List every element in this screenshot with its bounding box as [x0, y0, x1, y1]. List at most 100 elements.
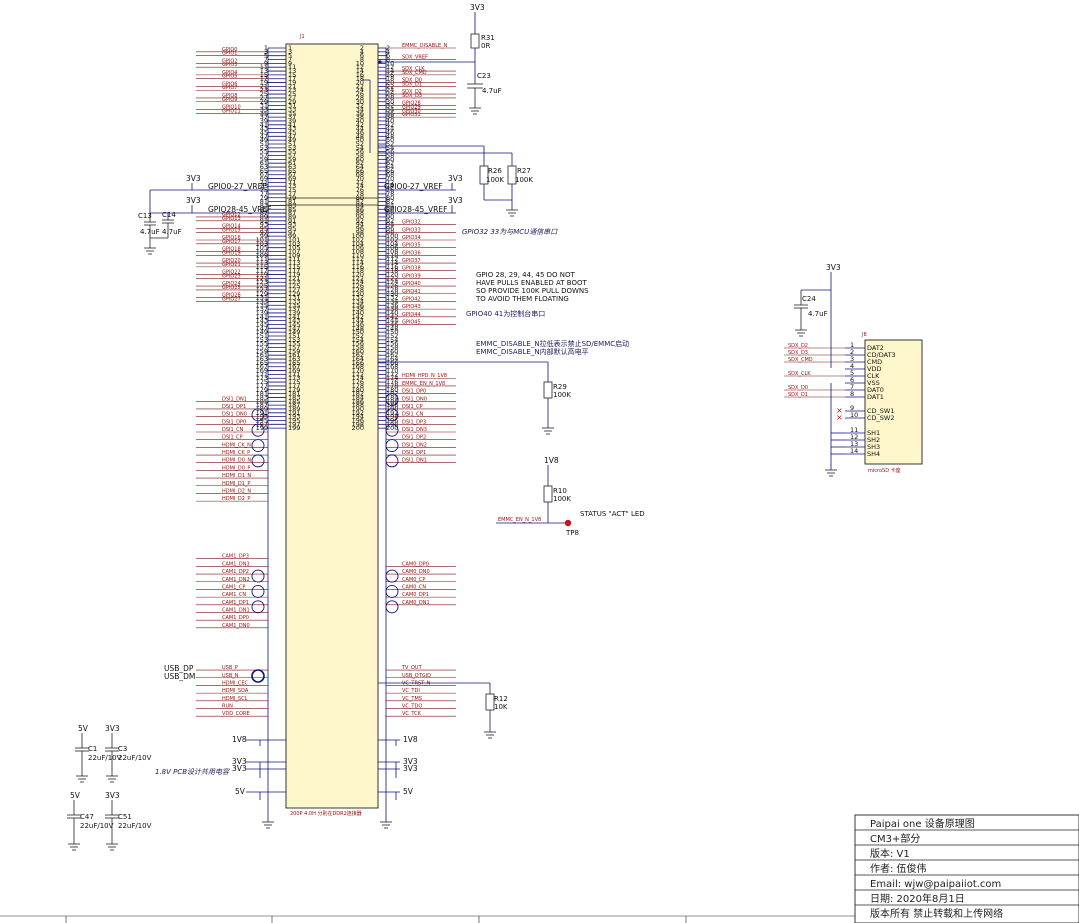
- sd-pin-number: 9: [850, 404, 854, 412]
- pin-number: 12: [386, 63, 394, 71]
- pin-number: 20: [356, 79, 364, 87]
- sd-pin-name: SH2: [867, 436, 880, 444]
- net-label: HDMI_D0_P: [222, 465, 250, 471]
- net-label: GPIO3: [222, 62, 237, 68]
- net-label: DSI1_CN: [402, 412, 424, 418]
- pin-number: 189: [288, 405, 300, 413]
- pin-number: 45: [260, 128, 268, 136]
- net-label: SDX_CLK: [402, 66, 425, 72]
- c3-rail: 3V3: [105, 724, 120, 733]
- pin-number: 112: [352, 255, 364, 263]
- pin-number: 12: [356, 63, 364, 71]
- pin-number: 191: [288, 409, 300, 417]
- pin-number: 79: [288, 194, 296, 202]
- pin-number: 170: [352, 367, 364, 375]
- pin-number: 145: [256, 320, 268, 328]
- rail-5v-left: 5V: [235, 787, 246, 796]
- pin-number: 78: [356, 190, 364, 198]
- net-label: DSI1_DP1: [402, 450, 426, 456]
- pin-number: 170: [386, 367, 398, 375]
- pin-number: 144: [352, 317, 364, 325]
- net-label: DSI1_DN1: [222, 396, 247, 402]
- net-label: GPIO30: [402, 108, 421, 114]
- pin-number: 49: [288, 136, 296, 144]
- pin-number: 54: [386, 144, 394, 152]
- diffpair-marker: [251, 600, 265, 614]
- pin-number: 164: [352, 355, 364, 363]
- pin-number: 153: [256, 336, 268, 344]
- net-label: GPIO2: [222, 58, 237, 64]
- title-block-email: Email: wjw@paipaiiot.com: [870, 879, 1001, 890]
- net-label: VDD_CORE: [222, 711, 250, 717]
- net-label: USB_N: [222, 673, 239, 679]
- pin-number: 35: [288, 109, 296, 117]
- net-label: CAM1_DN1: [222, 607, 250, 613]
- pin-number: 61: [260, 159, 268, 167]
- pin-number: 197: [288, 420, 300, 428]
- pin-number: 105: [256, 244, 268, 252]
- pin-number: 40: [356, 117, 364, 125]
- net-label: VC_TMS: [402, 696, 422, 702]
- pin-number: 101: [288, 236, 300, 244]
- pin-number: 100: [352, 232, 364, 240]
- c1-value: 22uF/10V: [88, 754, 122, 762]
- title-block-version: 版本: V1: [870, 847, 910, 860]
- c51-ref: C51: [118, 813, 132, 821]
- title-block-sheet: CM3+部分: [870, 832, 920, 845]
- pin-number: 180: [352, 386, 364, 394]
- net-label: GPIO23: [222, 273, 241, 279]
- pin-number: 111: [288, 255, 300, 263]
- pin-number: 41: [260, 121, 268, 129]
- net-label: HDMI_D2_P: [222, 496, 250, 502]
- pin-number: 200: [386, 424, 398, 432]
- net-label: SDX_D0: [402, 78, 422, 84]
- net-label: GPIO36: [402, 250, 421, 256]
- pin-number: 77: [260, 190, 268, 198]
- net-label: DSI1_DN0: [222, 412, 247, 418]
- net-label: GPIO10: [222, 104, 241, 110]
- net-label: GPIO25: [222, 285, 241, 291]
- c14-ref: C14: [162, 211, 176, 219]
- pin-number: 178: [352, 382, 364, 390]
- pin-number: 123: [256, 278, 268, 286]
- sd-pin-name: VDD: [867, 365, 881, 373]
- pin-number: 82: [386, 198, 394, 206]
- pin-number: 196: [352, 416, 364, 424]
- net-labels: GPIO0GPIO1GPIO2GPIO3GPIO4GPIO5GPIO6GPIO7…: [196, 43, 456, 717]
- diffpair-marker: [385, 569, 399, 583]
- pin-number: 24: [356, 86, 364, 94]
- sd-net-label: SDX_CLK: [788, 371, 811, 377]
- pin-number: 47: [260, 132, 268, 140]
- pulls-note-1: GPIO 28, 29, 44, 45 DO NOT: [476, 271, 576, 279]
- net-label: GPIO31: [402, 112, 421, 118]
- diffpair-marker: [251, 439, 265, 452]
- connector-caption: 200P 4.0H 分别在DDR2连接器: [290, 810, 362, 817]
- pin-number: 18: [386, 75, 394, 83]
- pin-number: 87: [288, 209, 296, 217]
- pin-number: 63: [288, 163, 296, 171]
- pin-number: 173: [256, 374, 268, 382]
- pin-number: 145: [288, 320, 300, 328]
- net-label: GPIO43: [402, 304, 421, 310]
- pin-number: 181: [288, 390, 300, 398]
- vref-a-label: GPIO0-27_VREF: [208, 182, 267, 191]
- net-label: SDX_D3: [402, 93, 422, 99]
- pin-number: 10: [386, 59, 394, 67]
- pin-number: 168: [386, 363, 398, 371]
- pin-number: 85: [288, 205, 296, 213]
- pin-number: 96: [356, 224, 364, 232]
- pin-number: 28: [356, 94, 364, 102]
- net-label: CAM1_DP3: [222, 554, 249, 560]
- pin-number: 112: [386, 255, 398, 263]
- pin-number: 59: [288, 155, 296, 163]
- pin-number: 161: [256, 351, 268, 359]
- pin-number: 109: [288, 251, 300, 259]
- c47-rail: 5V: [70, 791, 81, 800]
- net-label: DSI1_DP0: [402, 389, 426, 395]
- rail-3v3-left-2: 3V3: [232, 764, 247, 773]
- net-label: HDMI_HPD_N_1V8: [402, 373, 447, 379]
- pin-number: 152: [386, 332, 398, 340]
- sd-pin-name: SH1: [867, 429, 880, 437]
- c51-rail: 3V3: [105, 791, 120, 800]
